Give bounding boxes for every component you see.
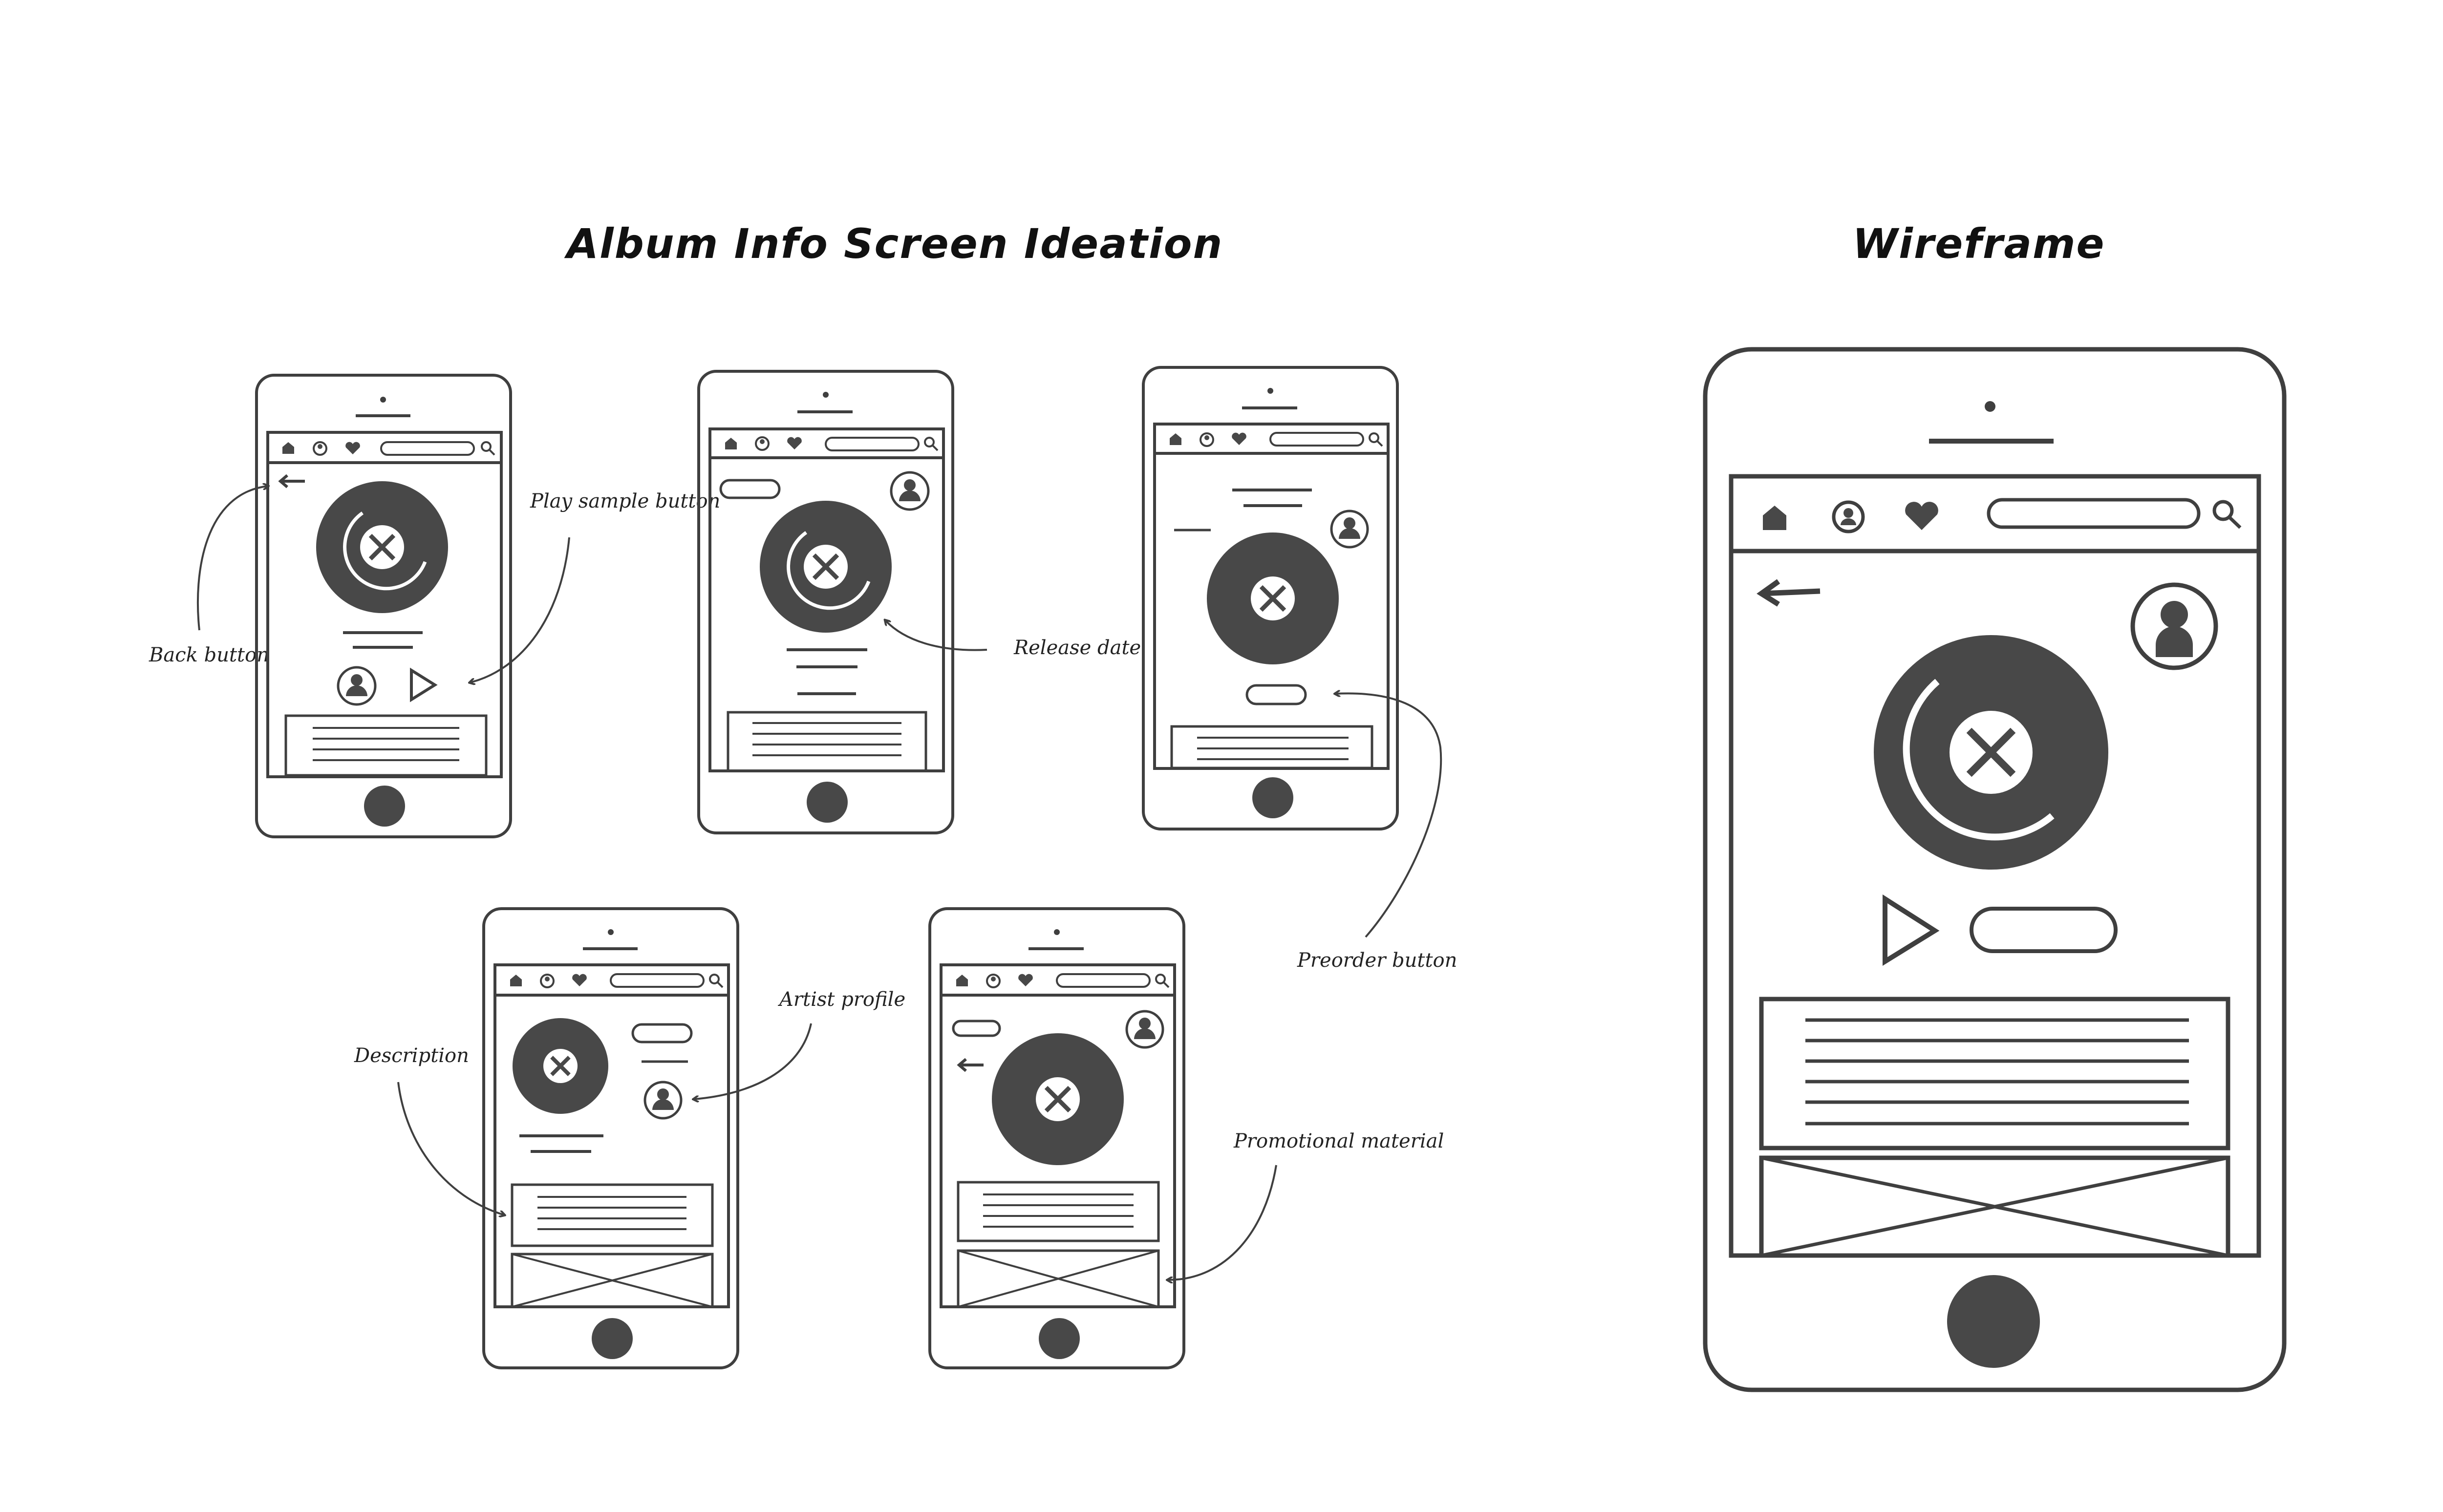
image-placeholder-icon (1759, 1155, 2230, 1258)
profile-icon (1200, 432, 1214, 447)
home-button (592, 1318, 633, 1359)
pill-button (631, 1023, 693, 1043)
preorder-pill (1245, 684, 1307, 705)
pill-button (719, 479, 781, 499)
home-button (1039, 1318, 1080, 1359)
home-icon (956, 975, 968, 986)
phone-sketch-4 (482, 907, 739, 1369)
search-bar (825, 437, 920, 451)
album-cover-icon (513, 1018, 608, 1114)
annotation-artist-profile: Artist profile (779, 988, 906, 1011)
artist-avatar-icon (890, 471, 930, 511)
heart-icon (572, 974, 587, 986)
arrow-artist-profile (694, 1023, 812, 1099)
wireframe-title: Wireframe (1852, 220, 2105, 268)
annotation-arrows (196, 486, 1442, 1280)
heart-icon (1232, 432, 1246, 445)
image-placeholder-icon (511, 1253, 714, 1308)
arrow-back-button (196, 486, 268, 631)
album-cover-icon (316, 481, 448, 613)
phone-sketch-3 (1142, 366, 1399, 831)
annotation-play-sample: Play sample button (530, 490, 721, 512)
play-icon (1883, 894, 1940, 966)
annotation-back-button: Back button (149, 644, 269, 666)
album-cover-icon (1207, 532, 1339, 664)
search-icon (1155, 974, 1170, 988)
annotation-release-date: Release date (1014, 637, 1141, 659)
back-arrow-icon (957, 1058, 984, 1072)
arrow-play-sample (470, 537, 570, 682)
home-button (364, 786, 405, 827)
search-icon (924, 437, 939, 451)
search-bar (1056, 973, 1151, 988)
home-icon (1170, 433, 1181, 445)
annotation-preorder: Preorder button (1297, 949, 1457, 972)
heart-icon (1905, 502, 1938, 530)
home-button (807, 782, 848, 823)
profile-icon (986, 974, 1001, 988)
search-bar (380, 441, 475, 456)
search-icon (1369, 432, 1383, 447)
annotation-description: Description (354, 1044, 469, 1067)
phone-sketch-5 (928, 907, 1185, 1369)
wireframe-phone (1703, 347, 2287, 1392)
artist-avatar-icon (2130, 582, 2218, 670)
home-button (1947, 1275, 2040, 1368)
phone-sketch-2 (697, 370, 954, 834)
arrow-description (397, 1082, 504, 1215)
artist-avatar-icon (1330, 510, 1369, 549)
phone-sketch-1 (255, 374, 512, 838)
back-arrow-icon (1757, 579, 1821, 607)
search-icon (481, 441, 495, 456)
heart-icon (787, 437, 802, 449)
annotation-promotional: Promotional material (1234, 1130, 1444, 1152)
preorder-button (1970, 907, 2118, 953)
arrow-release-date (885, 620, 987, 651)
arrow-preorder (1335, 693, 1442, 938)
artist-avatar-icon (643, 1081, 683, 1120)
profile-icon (755, 436, 770, 451)
pill-button (952, 1020, 1001, 1037)
heart-icon (345, 442, 360, 454)
search-icon (709, 974, 724, 988)
search-icon (2212, 500, 2242, 529)
profile-icon (1832, 500, 1865, 533)
profile-icon (540, 974, 555, 988)
home-icon (510, 975, 522, 986)
home-button (1252, 777, 1293, 818)
artist-avatar-icon (337, 666, 377, 706)
artist-avatar-icon (1125, 1010, 1164, 1049)
album-cover-icon (992, 1033, 1124, 1165)
heart-icon (1018, 974, 1033, 986)
album-cover-icon (760, 501, 892, 633)
search-bar (1987, 498, 2201, 529)
search-bar (1269, 432, 1364, 447)
arrow-promotional (1168, 1165, 1277, 1280)
album-cover-icon (1874, 635, 2108, 870)
home-icon (282, 442, 294, 454)
home-icon (1763, 506, 1786, 530)
play-icon (410, 667, 438, 703)
image-placeholder-icon (957, 1249, 1160, 1308)
profile-icon (313, 441, 327, 456)
search-bar (610, 973, 705, 988)
home-icon (725, 438, 737, 449)
back-arrow-icon (278, 474, 305, 489)
